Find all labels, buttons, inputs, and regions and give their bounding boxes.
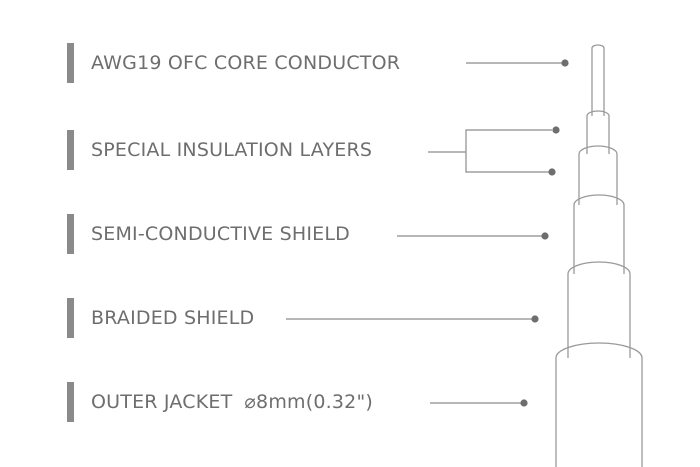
label-braided-shield: BRAIDED SHIELD — [91, 307, 255, 329]
label-bar — [67, 382, 74, 422]
insulation-inner-layer — [586, 110, 610, 154]
leader-dots — [520, 59, 569, 407]
leader-dot-insulation-inner — [552, 126, 560, 134]
core-conductor-layer — [591, 44, 605, 116]
braided-shield-layer — [567, 261, 631, 358]
label-insulation-layers: SPECIAL INSULATION LAYERS — [91, 139, 373, 161]
insulation-outer-layer — [578, 145, 618, 205]
label-bar — [67, 43, 74, 83]
label-semi-conductive-shield: SEMI-CONDUCTIVE SHIELD — [91, 223, 350, 245]
leader-dot-semi-conductive — [541, 232, 549, 240]
leader-dot-outer-jacket — [520, 399, 528, 407]
leader-dot-insulation-outer — [548, 168, 556, 176]
label-outer-jacket-text: OUTER JACKET — [91, 391, 233, 413]
label-outer-jacket-diameter: ⌀8mm(0.32") — [244, 391, 374, 413]
leader-dot-core-conductor — [561, 59, 569, 67]
label-bar — [67, 214, 74, 254]
outer-jacket-layer — [555, 342, 643, 467]
semi-conductive-shield-layer — [573, 194, 625, 274]
label-core-conductor: AWG19 OFC CORE CONDUCTOR — [91, 52, 401, 74]
label-bar — [67, 130, 74, 170]
leader-dot-braided — [531, 315, 539, 323]
label-bar — [67, 298, 74, 338]
leader-lines — [286, 62, 565, 404]
leader-bracket-insulation — [465, 129, 552, 173]
cable-layers — [555, 44, 643, 467]
label-outer-jacket: OUTER JACKET ⌀8mm(0.32") — [91, 390, 373, 414]
